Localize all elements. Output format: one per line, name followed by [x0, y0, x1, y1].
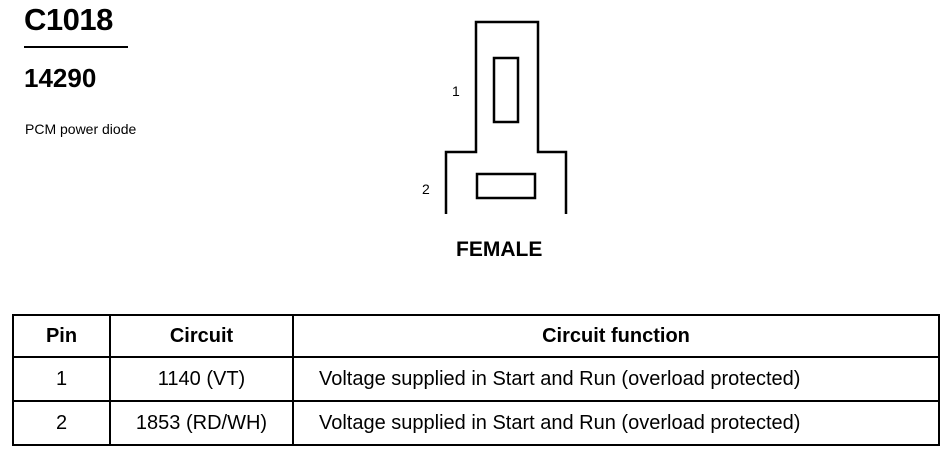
pin-2-cavity	[475, 172, 537, 200]
title-underline	[24, 46, 128, 48]
table-row: 2 1853 (RD/WH) Voltage supplied in Start…	[12, 400, 940, 446]
header-pin: Pin	[12, 314, 111, 358]
function-cell: Voltage supplied in Start and Run (overl…	[292, 356, 940, 402]
table-row: 1 1140 (VT) Voltage supplied in Start an…	[12, 356, 940, 402]
connector-face-diagram: 1 2	[422, 20, 568, 214]
connector-id: C1018	[24, 2, 113, 37]
header-circuit-function: Circuit function	[292, 314, 940, 358]
pin-cell: 1	[12, 356, 111, 402]
table-header-row: Pin Circuit Circuit function	[12, 314, 940, 358]
circuit-cell: 1853 (RD/WH)	[109, 400, 294, 446]
connector-description: PCM power diode	[25, 121, 137, 137]
pin-1-label: 1	[452, 83, 460, 99]
pin-table: Pin Circuit Circuit function 1 1140 (VT)…	[12, 314, 940, 446]
pin-cell: 2	[12, 400, 111, 446]
part-number: 14290	[24, 63, 97, 93]
circuit-cell: 1140 (VT)	[109, 356, 294, 402]
header-circuit: Circuit	[109, 314, 294, 358]
function-cell: Voltage supplied in Start and Run (overl…	[292, 400, 940, 446]
pin-1-cavity	[492, 56, 520, 124]
gender-label: FEMALE	[456, 238, 543, 261]
pin-2-label: 2	[422, 181, 430, 197]
